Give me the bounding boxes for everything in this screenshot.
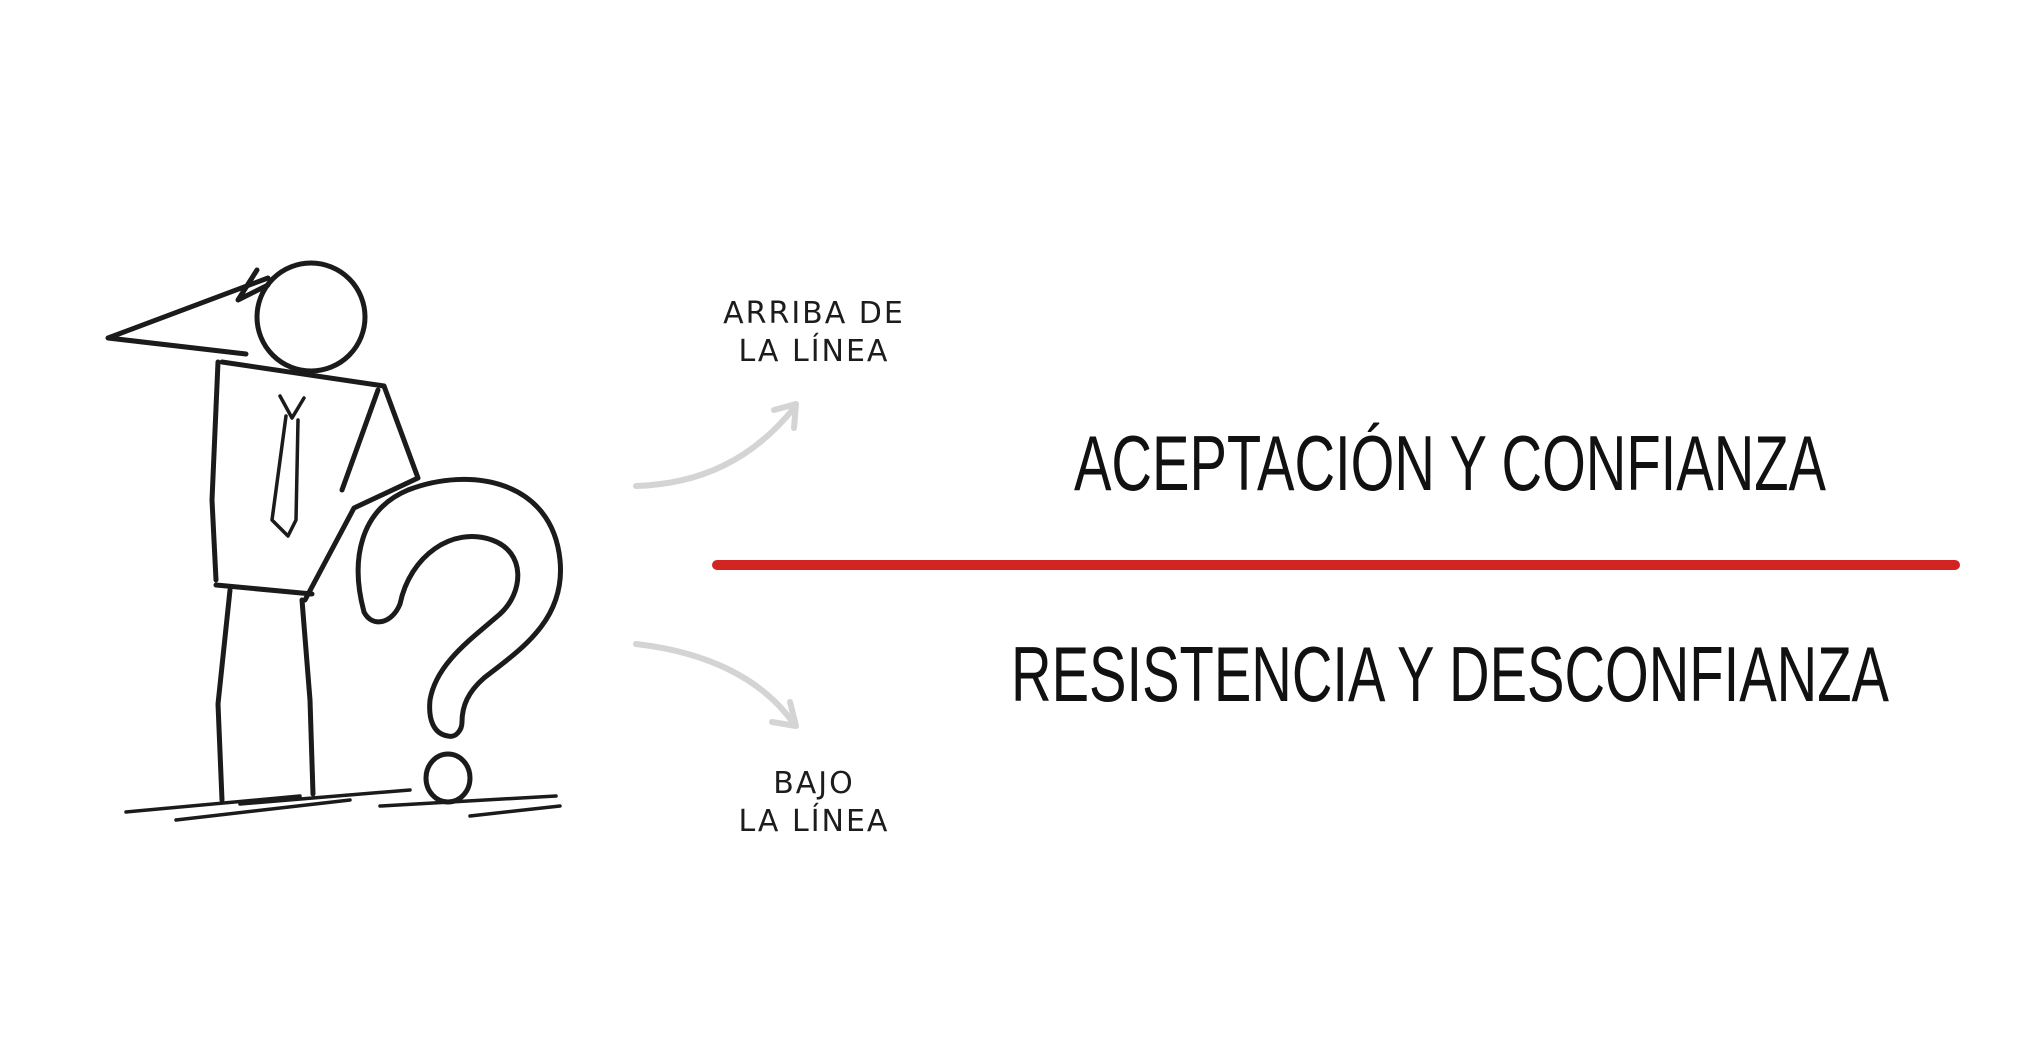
label-above-line1: ARRIBA DE: [723, 296, 905, 331]
heading-resistance: RESISTENCIA Y DESCONFIANZA: [1011, 630, 1889, 718]
figure-left-leg: [215, 587, 233, 803]
label-below-line2: LA LÍNEA: [738, 804, 890, 839]
label-above-line: ARRIBA DE LA LÍNEA: [684, 295, 944, 371]
curved-arrow-up-icon: [633, 401, 799, 489]
arrow-down-head: [769, 699, 799, 729]
heading-acceptance: ACEPTACIÓN Y CONFIANZA: [1073, 419, 1827, 507]
arrow-down-shaft: [633, 641, 797, 727]
figure-waist: [213, 582, 315, 597]
curved-arrow-down-icon: [633, 641, 799, 729]
arrow-up-head: [771, 401, 799, 431]
figure-torso-left: [209, 359, 221, 583]
figure-forearm: [339, 387, 381, 493]
figure-head: [254, 260, 368, 374]
figure-thumb: [235, 267, 271, 303]
arrow-up-shaft: [633, 405, 797, 489]
question-mark-dot: [423, 751, 473, 805]
question-mark-icon: [355, 476, 563, 805]
figure-torso-top: [219, 359, 387, 389]
figure-right-leg: [299, 597, 316, 797]
figure-tie: [270, 394, 306, 538]
label-below-line1: BAJO: [773, 766, 855, 801]
question-mark-curve: [355, 476, 563, 739]
red-divider-line: [712, 560, 1960, 570]
figure-hand: [105, 275, 271, 357]
label-below-line: BAJO LA LÍNEA: [684, 765, 944, 841]
figure-arm: [302, 383, 421, 603]
label-above-line2: LA LÍNEA: [738, 334, 890, 369]
ground-strokes: [124, 788, 562, 822]
thinking-stick-figure-icon: [105, 260, 562, 822]
